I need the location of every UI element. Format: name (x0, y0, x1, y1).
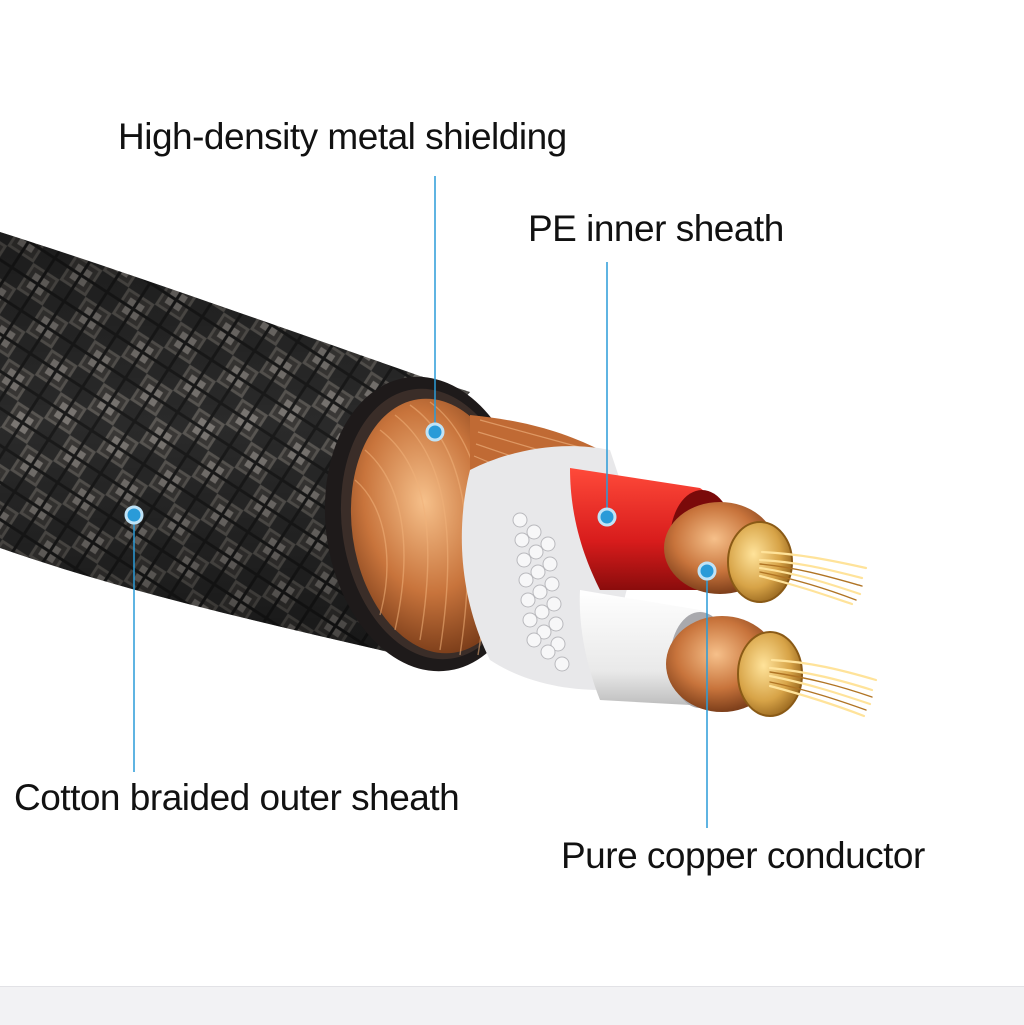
label-outer-sheath: Cotton braided outer sheath (14, 777, 460, 818)
callout-dot-shielding (425, 422, 445, 442)
conductor-top-graphic (664, 502, 868, 606)
callout-dot-conductor (697, 561, 717, 581)
footer-bar (0, 986, 1024, 1025)
label-copper-conductor: Pure copper conductor (561, 835, 925, 876)
label-pe-inner-sheath: PE inner sheath (528, 208, 784, 249)
conductor-bottom-graphic (666, 616, 878, 718)
callout-shielding (425, 176, 445, 442)
callout-dot-outer-sheath (124, 505, 144, 525)
label-metal-shielding: High-density metal shielding (118, 116, 567, 157)
callout-conductor (697, 561, 717, 828)
callout-dot-inner-sheath (597, 507, 617, 527)
callout-outer-sheath (124, 505, 144, 772)
callout-inner-sheath (597, 262, 617, 527)
